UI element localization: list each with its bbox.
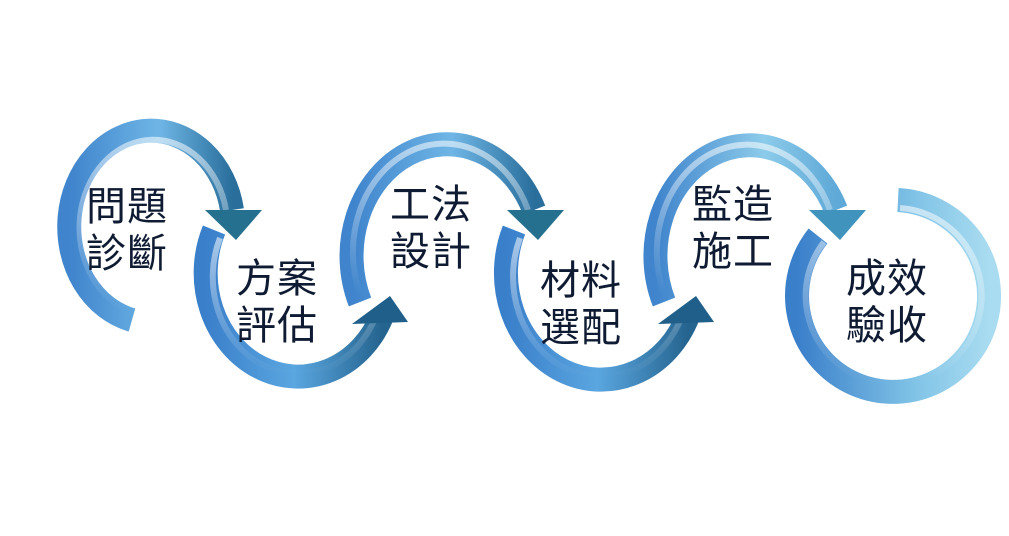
ring-4 — [493, 225, 714, 392]
step-3-line-1: 工法 — [390, 182, 472, 228]
ring-2 — [193, 225, 408, 389]
step-6-line-2: 驗收 — [846, 303, 928, 349]
step-label-result-acceptance: 成效 驗收 — [846, 256, 928, 350]
arrow-head-5 — [809, 210, 866, 240]
ring-6 — [785, 188, 1002, 404]
step-label-method-design: 工法 設計 — [390, 182, 472, 276]
arrow-head-3 — [507, 210, 564, 240]
step-4-line-2: 選配 — [540, 305, 622, 351]
step-label-supervision-construction: 監造 施工 — [692, 182, 774, 276]
step-label-problem-diagnosis: 問題 診斷 — [86, 184, 168, 278]
step-2-line-2: 評估 — [236, 303, 318, 349]
step-label-plan-evaluation: 方案 評估 — [236, 256, 318, 350]
arrow-head-1 — [205, 210, 262, 240]
ring-1 — [57, 118, 262, 332]
step-1-line-2: 診斷 — [86, 231, 168, 277]
ring-3 — [339, 132, 564, 307]
step-5-line-2: 施工 — [692, 229, 774, 275]
step-2-line-1: 方案 — [236, 256, 318, 302]
arrow-head-4 — [658, 296, 714, 324]
step-5-line-1: 監造 — [692, 182, 774, 228]
arrow-head-2 — [352, 296, 408, 324]
ring-5 — [643, 133, 866, 307]
step-4-line-1: 材料 — [540, 258, 622, 304]
step-1-line-1: 問題 — [86, 184, 168, 230]
step-6-line-1: 成效 — [846, 256, 928, 302]
step-label-material-selection: 材料 選配 — [540, 258, 622, 352]
step-3-line-2: 設計 — [390, 229, 472, 275]
